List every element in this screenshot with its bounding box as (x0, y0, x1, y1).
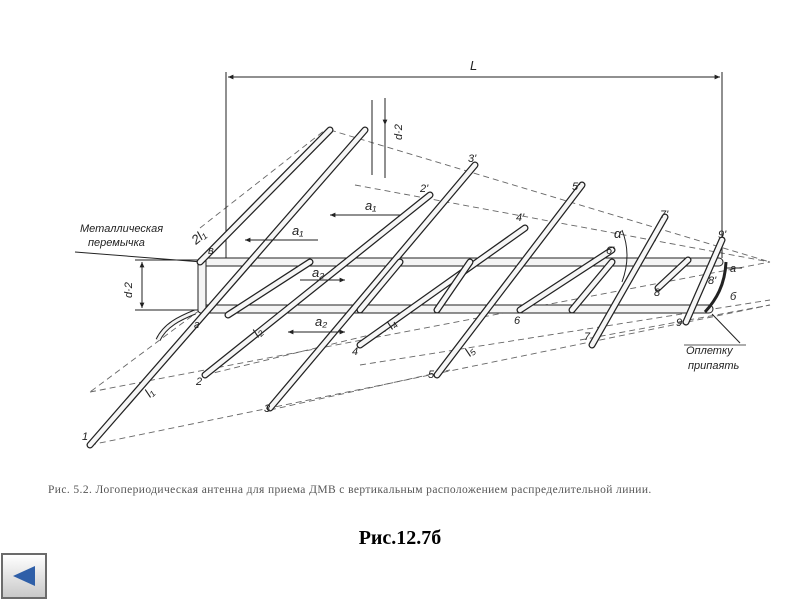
label-n4p: 4' (516, 212, 525, 224)
label-n8: 8 (654, 287, 661, 299)
left-arrow-icon (13, 566, 35, 586)
leader-metal-jumper (74, 251, 203, 263)
label-d2-top: d·2 (393, 124, 405, 140)
label-n7p: 7' (660, 209, 669, 221)
label-n5p: 5' (572, 181, 581, 193)
label-braid-2: припаять (688, 360, 739, 372)
label-n3: 3 (264, 403, 271, 415)
feed-cable-inner (156, 310, 196, 341)
label-n5: 5 (428, 369, 435, 381)
rod-5-stub-fill (434, 259, 473, 313)
label-n8p: 8' (708, 275, 717, 287)
label-L: L (470, 58, 477, 73)
label-a-point: а (730, 263, 736, 275)
rod-4-stub-fill (357, 259, 403, 313)
label-l1: l₁ (142, 385, 158, 401)
alpha-arc (621, 229, 628, 283)
label-d2-left: d·2 (123, 282, 135, 298)
label-b-point: б (730, 291, 737, 303)
rod-1-fill (87, 127, 368, 448)
label-n6p: 6' (606, 245, 615, 257)
rod-4-lower-fill (357, 225, 528, 348)
label-alpha: α (614, 226, 622, 241)
label-n1: 1 (82, 431, 88, 443)
label-n3p: 3' (468, 153, 477, 165)
label-n2p: 2' (419, 183, 429, 195)
leader-braid (711, 313, 741, 344)
label-a1-b: a₁ (365, 198, 376, 213)
dipole-rods (86, 126, 726, 449)
antenna-diagram: L d·2 d·2 Металлическая перемычка 2l₁ a₁… (74, 58, 771, 449)
rod-2-stub-fill (225, 259, 313, 318)
label-v: в (208, 245, 214, 257)
label-n6: 6 (514, 315, 521, 327)
rod-5-lower-fill (434, 182, 585, 378)
figure-title: Рис.12.7б (358, 527, 442, 549)
label-a2-a: a₂ (312, 265, 324, 280)
label-braid-1: Оплетку (686, 345, 734, 357)
rod-7-lower-fill (589, 214, 668, 348)
label-a1-a: a₁ (292, 223, 303, 238)
rod-8-lower-fill (655, 257, 691, 291)
label-metal-jumper-2: перемычка (88, 237, 145, 249)
label-l5: l₅ (462, 342, 479, 359)
label-n9: 9 (676, 317, 682, 329)
back-button[interactable] (1, 553, 47, 599)
label-n9p: 9' (718, 229, 727, 241)
label-n4: 4 (352, 346, 358, 358)
label-2l1: 2l₁ (188, 227, 209, 248)
figure-caption: Рис. 5.2. Логопериодическая антенна для … (48, 484, 652, 496)
spacing-dimensions (245, 212, 400, 335)
rod-6-stub-fill (569, 259, 615, 313)
construction-lines (89, 129, 771, 446)
label-n2: 2 (195, 376, 202, 388)
rod-3-lower-fill (267, 162, 478, 411)
rod-jumper-upper-fill (197, 127, 333, 265)
label-metal-jumper-1: Металлическая (80, 223, 163, 235)
label-n7: 7 (584, 331, 591, 343)
label-g: г (194, 319, 200, 331)
label-a2-b: a₂ (315, 314, 327, 329)
rod-2-lower-fill (202, 192, 433, 378)
dimension-d2-top (371, 98, 388, 178)
rod-6-lower-fill (517, 247, 615, 313)
rod-9-lower-fill (683, 237, 725, 325)
